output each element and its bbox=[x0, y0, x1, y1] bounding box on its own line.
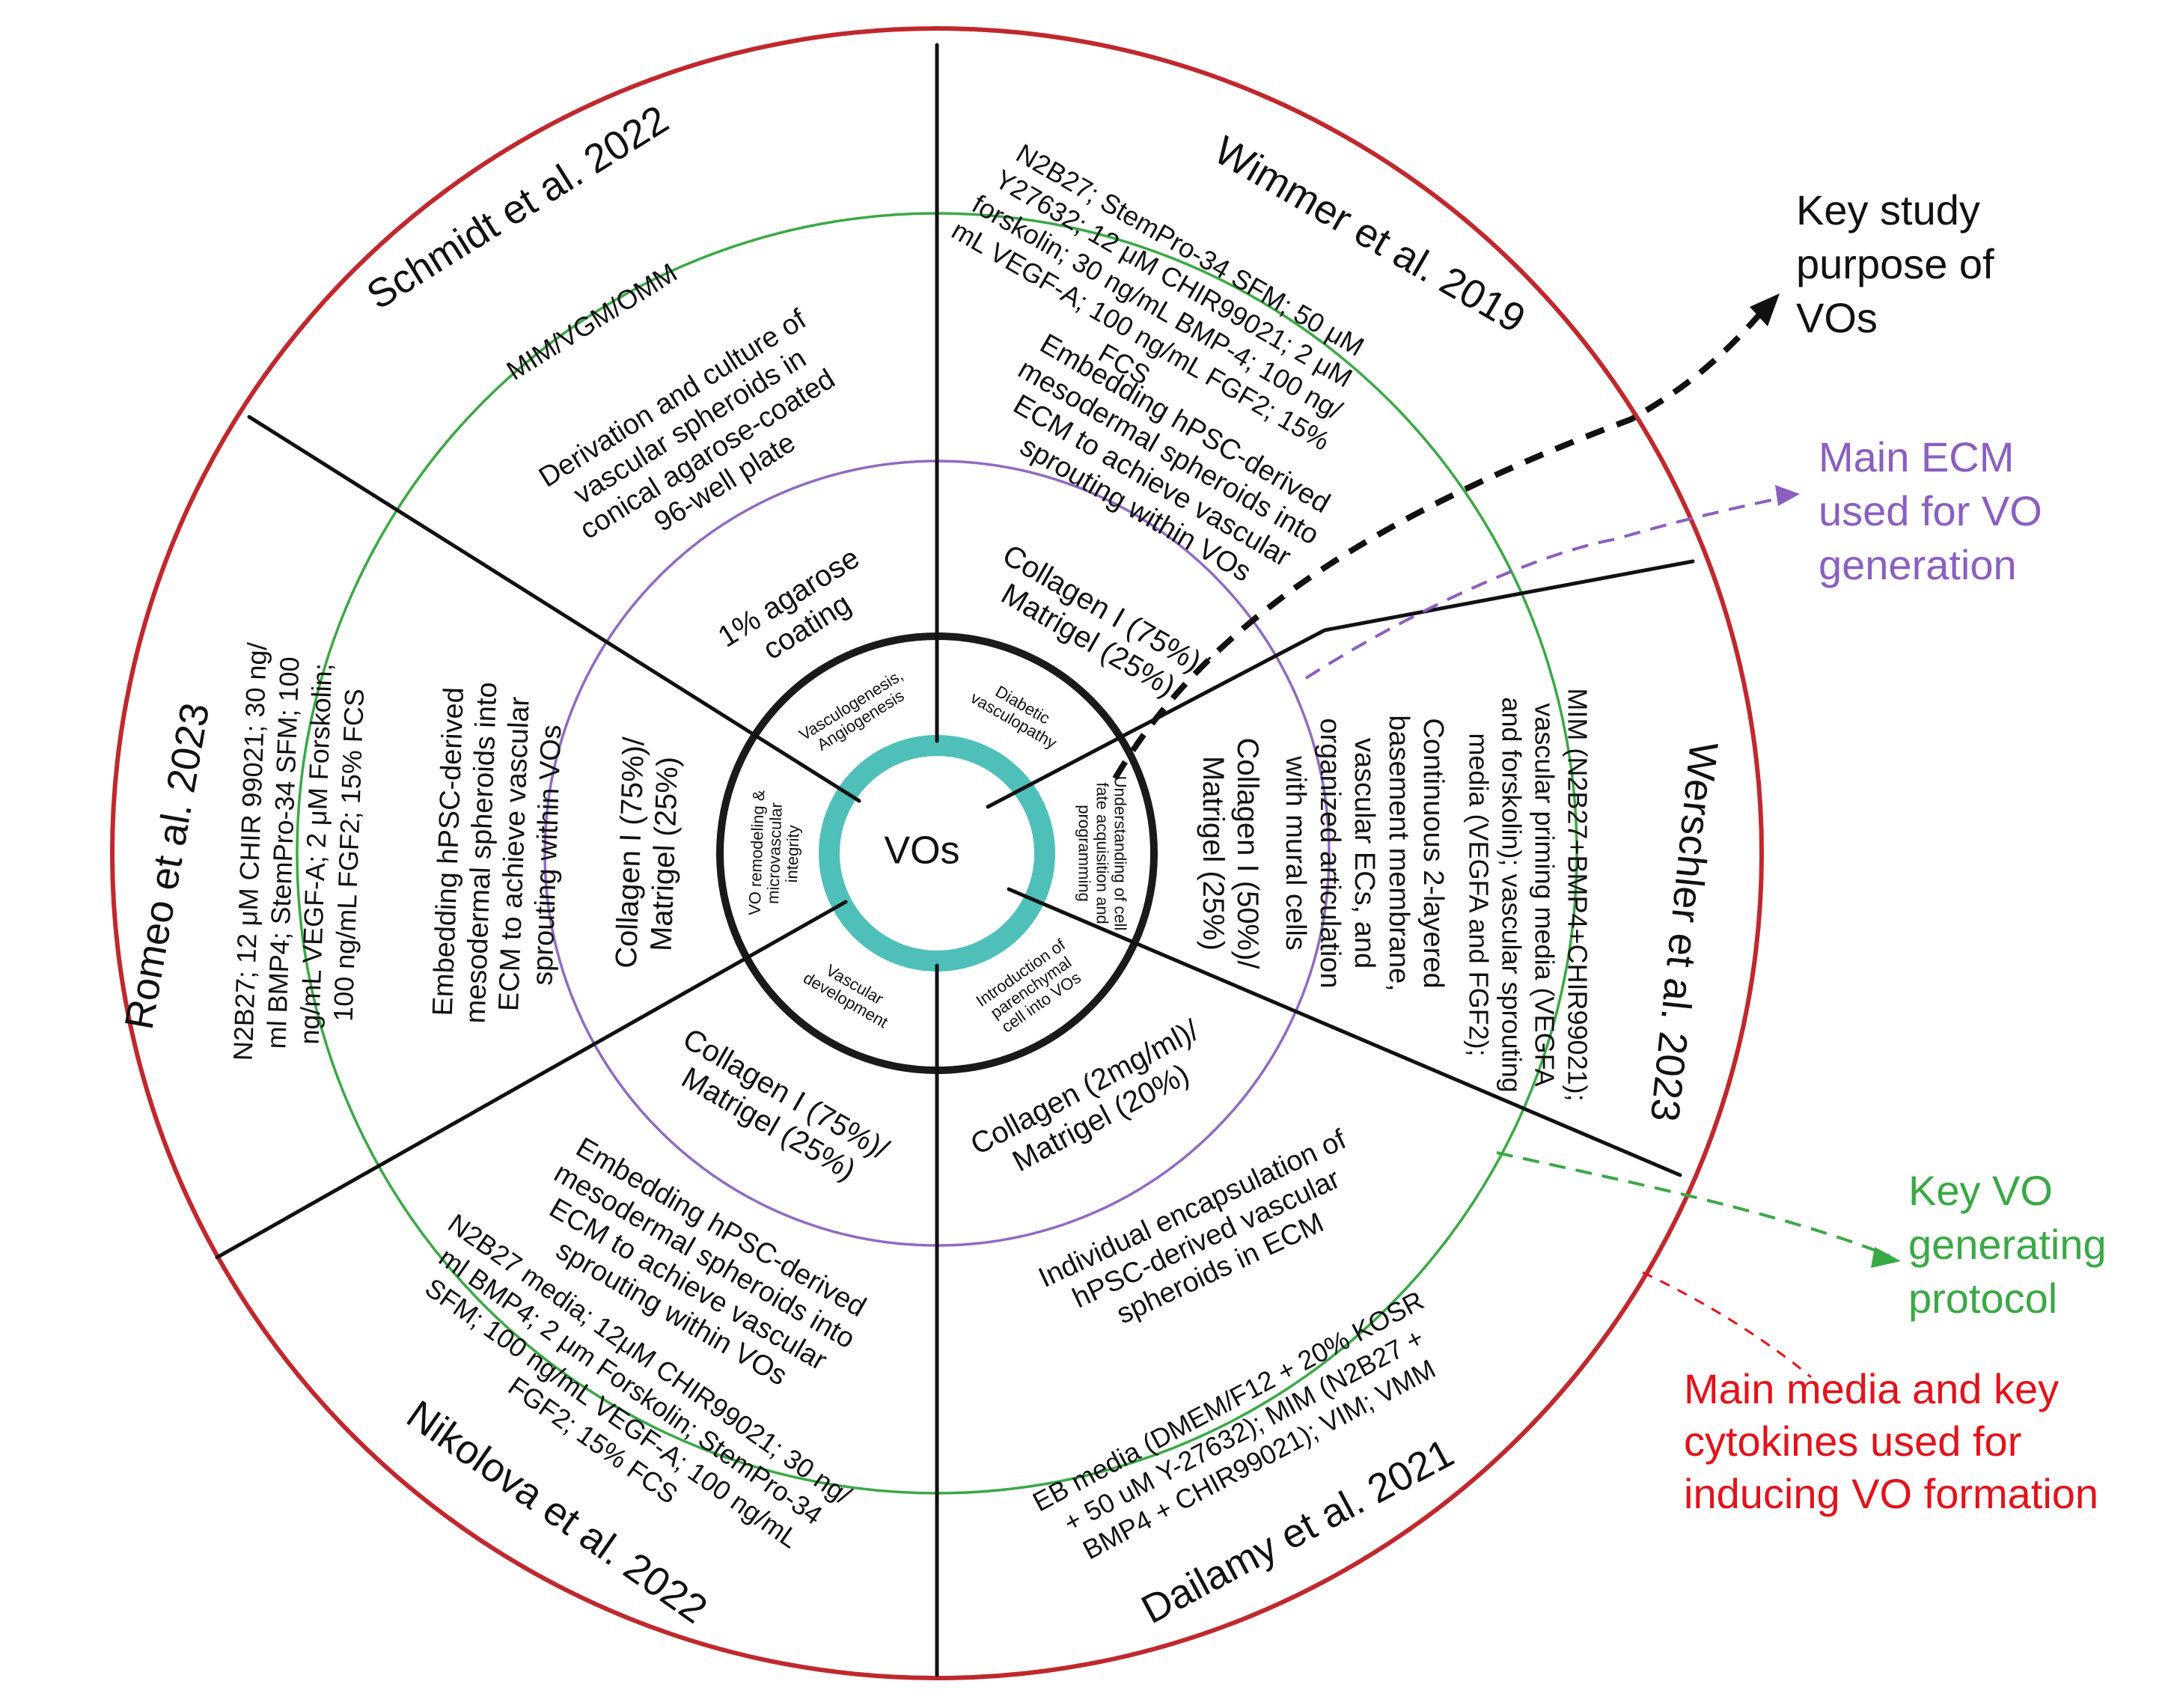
purpose-text: Diabeticvasculopathy bbox=[968, 673, 1069, 753]
protocol-connector bbox=[1496, 1151, 1890, 1257]
legend-ecm: Main ECM used for VO generation bbox=[1819, 433, 2042, 588]
legend-protocol-line: Key VO bbox=[1908, 1167, 2053, 1214]
legend-ecm-line: generation bbox=[1819, 541, 2017, 588]
protocol-text-line: Continuous 2-layered bbox=[1417, 718, 1449, 988]
divider-upper-right bbox=[986, 559, 1695, 809]
legend-protocol-line: generating bbox=[1908, 1221, 2107, 1268]
center-label: VOs bbox=[884, 829, 959, 873]
legend-ecm-line: used for VO bbox=[1819, 487, 2042, 534]
ecm-text-line: Collagen I (75%)/ bbox=[610, 736, 651, 969]
legend-connectors bbox=[1112, 293, 1901, 1379]
legend-media: Main media and key cytokines used for indu… bbox=[1684, 1365, 2098, 1517]
purpose-text: VO remodeling &microvascularintegrity bbox=[745, 790, 804, 917]
sector-dividers bbox=[215, 43, 1695, 1677]
ecm-text: Collagen I (75%)/Matrigel (25%) bbox=[660, 1022, 894, 1197]
author-label: Werschler et al. 2023 bbox=[1642, 740, 1726, 1124]
purpose-text-line: Understanding of cell bbox=[1111, 776, 1130, 931]
protocol-text-line: basement membrane, bbox=[1383, 715, 1414, 992]
purpose-text-line: VO remodeling & bbox=[745, 790, 768, 916]
media-connector bbox=[1642, 1271, 1812, 1379]
ecm-text: Collagen I (75%)/Matrigel (25%) bbox=[610, 736, 686, 970]
media-text-line: media (VEGFA and FGF2); bbox=[1464, 733, 1494, 1056]
ecm-text: 1% agarosecoating bbox=[712, 541, 884, 683]
media-text: MIM/VGM/OMM bbox=[501, 257, 683, 386]
legend-purpose: Key study purpose of VOs bbox=[1796, 186, 1994, 341]
ecm-text-line: Matrigel (25%) bbox=[1197, 756, 1230, 951]
purpose-text-line: fate acquisition and bbox=[1093, 782, 1112, 924]
media-ring bbox=[110, 26, 1764, 1680]
legend-purpose-line: Key study bbox=[1796, 186, 1980, 234]
purpose-text: Understanding of cellfate acquisition an… bbox=[1075, 776, 1130, 931]
purpose-connector bbox=[1112, 305, 1769, 781]
author-label: Romeo et al. 2023 bbox=[117, 700, 219, 1033]
legend-purpose-line: VOs bbox=[1796, 294, 1878, 341]
protocol-text: Continuous 2-layeredbasement membrane,va… bbox=[1280, 715, 1449, 992]
legend-media-line: inducing VO formation bbox=[1684, 1470, 2098, 1517]
purpose-text: Vasculardevelopment bbox=[800, 953, 900, 1031]
media-text-line: and forskolin); vascular sprouting bbox=[1497, 697, 1527, 1092]
protocol-text: Individual encapsulation ofhPSC-derived … bbox=[1034, 1123, 1379, 1353]
legend-protocol-line: protocol bbox=[1908, 1275, 2057, 1322]
media-text: N2B27; 12 μM CHIR 99021; 30 ng/ml BMP4; … bbox=[228, 642, 371, 1065]
media-text: MIM (N2B27+BMP4+CHIR99021);vascular prim… bbox=[1464, 688, 1593, 1101]
media-text-line: vascular priming media (VEGFA bbox=[1530, 703, 1560, 1086]
purpose-text-line: microvascular bbox=[763, 802, 786, 904]
purpose-text-line: integrity bbox=[782, 825, 803, 883]
divider-lower-right bbox=[1007, 887, 1682, 1177]
legend-media-line: cytokines used for bbox=[1684, 1418, 2021, 1465]
legend-purpose-line: purpose of bbox=[1796, 240, 1994, 287]
legend-media-line: Main media and key bbox=[1684, 1365, 2059, 1412]
divider-lower-left bbox=[215, 900, 848, 1260]
center-ring bbox=[819, 735, 1055, 972]
ecm-text-line: Matrigel (25%) bbox=[645, 756, 685, 951]
media-text-line: MIM (N2B27+BMP4+CHIR99021); bbox=[1563, 688, 1593, 1101]
ecm-text: Collagen (2mg/ml)/Matrigel (20%) bbox=[965, 1013, 1221, 1192]
media-text-line: MIM/VGM/OMM bbox=[501, 257, 683, 386]
protocol-text-line: organized articulation bbox=[1314, 718, 1346, 988]
legend-ecm-line: Main ECM bbox=[1819, 433, 2014, 481]
legend-protocol: Key VO generating protocol bbox=[1908, 1167, 2107, 1322]
protocol-text-line: vascular ECs, and bbox=[1349, 738, 1380, 969]
ecm-text: Collagen I (50%)/Matrigel (25%) bbox=[1197, 737, 1264, 969]
media-text: EB media (DMEM/F12 + 20% KOSR+ 50 uM Y-2… bbox=[1028, 1284, 1459, 1576]
protocol-text: Embedding hPSC-derivedmesodermal spheroi… bbox=[427, 680, 569, 1026]
protocol-text-line: with mural cells bbox=[1280, 755, 1311, 951]
ecm-text-line: Collagen I (50%)/ bbox=[1231, 737, 1264, 969]
protocol-arrowhead bbox=[1871, 1247, 1901, 1268]
ecm-arrowhead bbox=[1775, 485, 1800, 506]
purpose-text-line: programming bbox=[1075, 805, 1094, 902]
divider-upper-left bbox=[247, 415, 861, 803]
purpose-arrowhead bbox=[1750, 293, 1780, 326]
